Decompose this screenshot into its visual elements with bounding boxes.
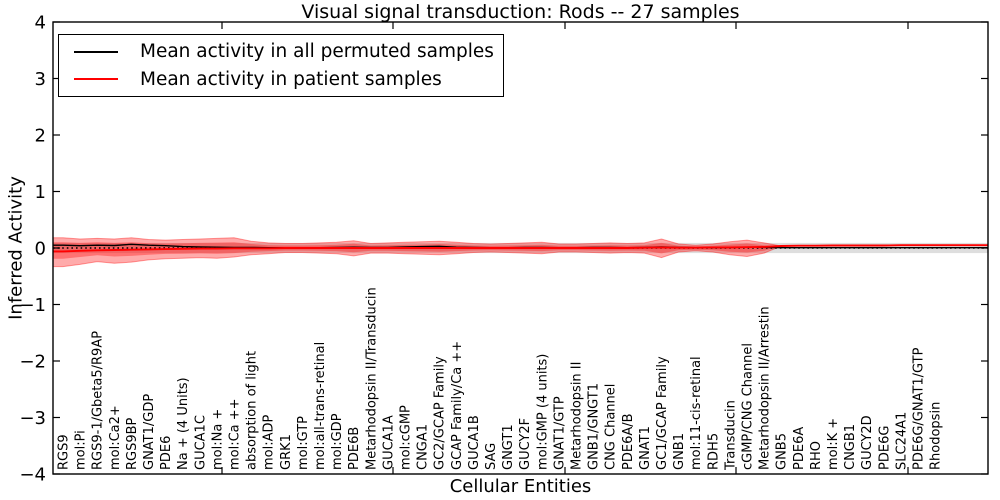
x-category-label: CNGB1 — [843, 424, 858, 470]
x-category-label: mol:all-trans-retinal — [313, 342, 328, 470]
x-category-label: GCAP Family/Ca ++ — [450, 341, 465, 470]
patient-mean-line — [53, 244, 988, 253]
x-category-label: PDE6B — [347, 427, 362, 470]
chart-title: Visual signal transduction: Rods -- 27 s… — [301, 1, 740, 23]
y-tick-label: −4 — [19, 465, 46, 486]
x-category-label: PDE6G/GNAT1/GTP — [912, 347, 927, 470]
x-category-label: mol:GTP — [296, 416, 311, 470]
x-category-label: mol:K + — [826, 418, 841, 470]
x-category-label: GUCA1B — [467, 415, 482, 470]
y-tick-label: 4 — [35, 13, 46, 34]
legend-item-patient: Mean activity in patient samples — [59, 69, 503, 90]
y-axis-label: Inferred Activity — [5, 176, 27, 320]
y-tick-label: 0 — [35, 239, 46, 260]
y-tick-label: 2 — [35, 126, 46, 147]
x-category-label: Metarhodopsin II/Arrestin — [758, 306, 773, 470]
x-category-label: absorption of light — [245, 351, 260, 470]
legend-item-label: Mean activity in all permuted samples — [140, 41, 494, 63]
x-category-label: SLC24A1 — [894, 412, 909, 470]
x-category-label: PDE6 — [159, 436, 174, 470]
x-category-label: RDH5 — [706, 433, 721, 470]
x-category-label: mol:ADP — [262, 414, 277, 470]
x-category-label: mol:GMP (4 units) — [535, 354, 550, 470]
x-category-label: PDE6A — [792, 427, 807, 470]
x-category-label: GUCA1C — [193, 415, 208, 470]
x-category-label: mol:cGMP — [399, 405, 414, 470]
x-category-label: GUCA1A — [381, 415, 396, 470]
y-tick-label: −3 — [19, 408, 46, 429]
y-tick-label: 1 — [35, 182, 46, 203]
x-category-label: Metarhodopsin II/Transducin — [364, 287, 379, 470]
x-category-label: GNGT1 — [501, 424, 516, 470]
x-category-label: RGS9 — [57, 434, 72, 470]
x-category-label: GNB1/GNGT1 — [587, 383, 602, 470]
x-category-label: RHO — [809, 441, 824, 470]
x-category-label: mol:GDP — [330, 413, 345, 470]
x-category-label: Rhodopsin — [929, 402, 944, 470]
x-category-label: mol:Na + — [210, 409, 225, 470]
x-category-label: PDE6G — [877, 426, 892, 470]
x-category-label: GUCY2F — [518, 418, 533, 470]
legend-item-label: Mean activity in patient samples — [140, 68, 442, 90]
y-tick-label: −1 — [19, 295, 46, 316]
y-tick-label: 3 — [35, 69, 46, 90]
x-category-label: GNB5 — [775, 433, 790, 470]
x-category-label: GC2/GCAP Family — [433, 356, 448, 470]
x-category-label: mol:Ca2+ — [108, 405, 123, 470]
x-category-label: GRK1 — [279, 434, 294, 470]
x-category-label: GUCY2D — [860, 415, 875, 470]
x-category-label: Metarhodopsin II — [570, 362, 585, 470]
x-category-label: mol:11-cis-retinal — [689, 356, 704, 470]
x-category-label: Transducin — [723, 400, 738, 471]
x-category-label: GNB1 — [672, 433, 687, 470]
x-category-label: GNAT1 — [638, 426, 653, 470]
legend-sample-line — [74, 78, 118, 81]
x-category-label: Na + (4 Units) — [176, 377, 191, 470]
x-category-label: GNAT1/GDP — [142, 394, 157, 470]
x-category-label: mol:Ca ++ — [228, 398, 243, 470]
x-category-label: GNAT1/GTP — [552, 396, 567, 470]
x-category-label: SAG — [484, 443, 499, 470]
x-category-label: GC1/GCAP Family — [655, 356, 670, 470]
legend-item-permuted: Mean activity in all permuted samples — [59, 41, 503, 62]
x-category-label: RGS9BP — [125, 417, 140, 470]
y-tick-label: −2 — [19, 352, 46, 373]
x-axis-label: Cellular Entities — [449, 476, 592, 497]
x-category-label: RGS9-1/Gbeta5/R9AP — [91, 331, 106, 470]
x-category-label: cGMP/CNG Channel — [741, 343, 756, 470]
x-category-label: mol:Pi — [74, 430, 89, 470]
legend: Mean activity in all permuted samples Me… — [58, 34, 504, 97]
legend-sample-line — [74, 50, 118, 53]
x-category-label: CNG Channel — [604, 384, 619, 470]
x-category-label: CNGA1 — [416, 424, 431, 470]
x-category-label: PDE6A/B — [621, 413, 636, 470]
